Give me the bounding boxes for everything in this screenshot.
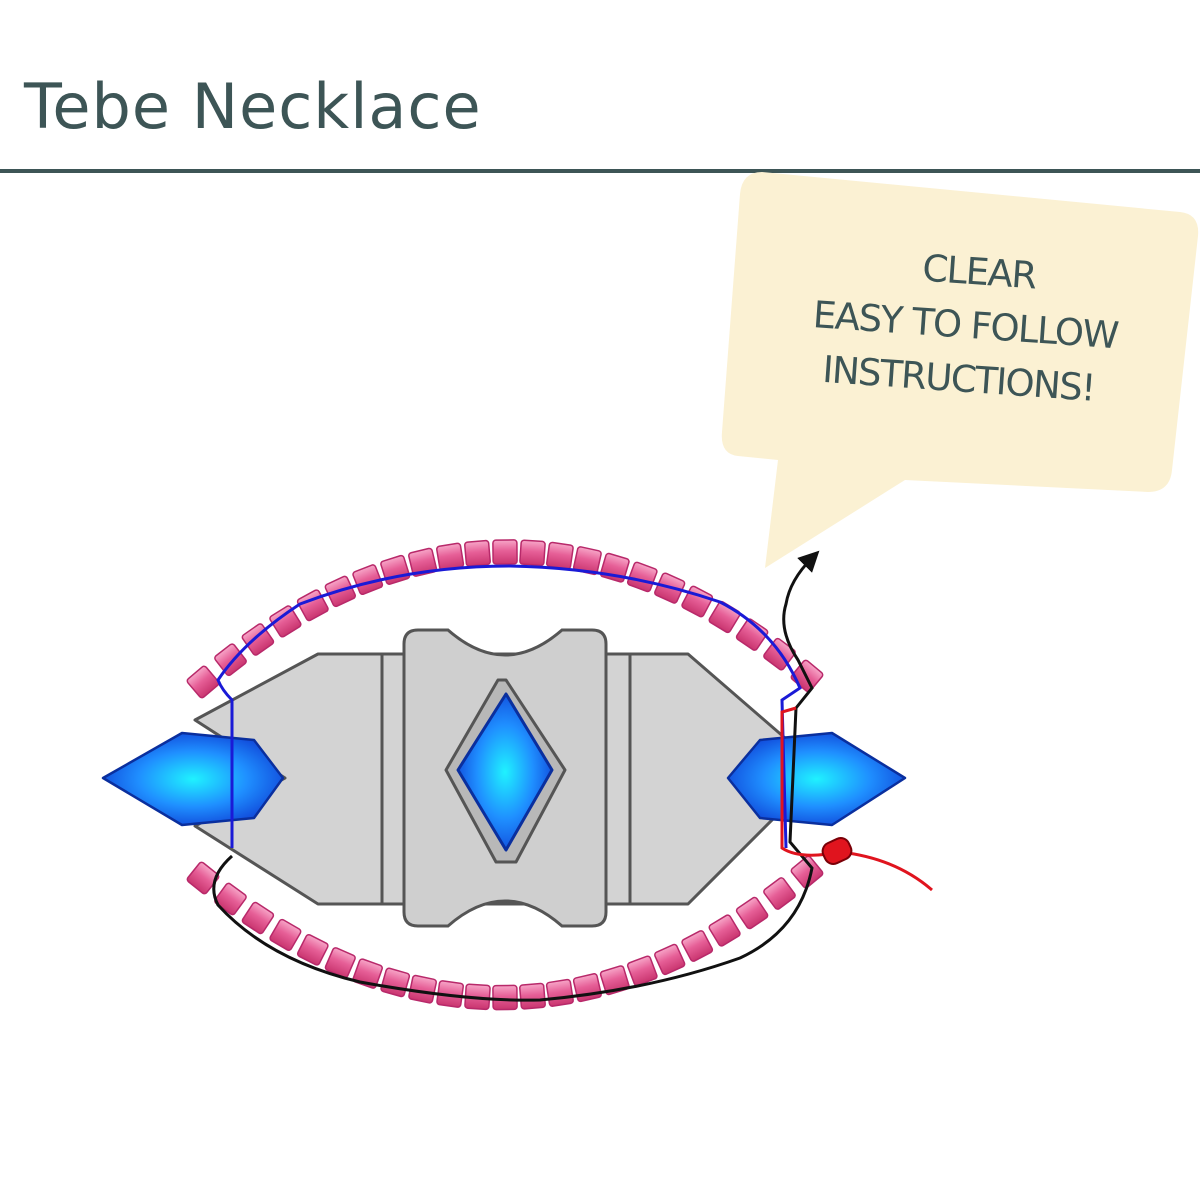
top-seed-bead (464, 539, 491, 567)
top-seed-bead (545, 541, 574, 570)
top-seed-bead (735, 618, 769, 651)
stopper-bead (821, 837, 853, 865)
bottom-seed-bead (324, 947, 356, 979)
bottom-seed-bead (735, 896, 769, 930)
bottom-seed-bead (790, 855, 824, 889)
bottom-seed-bead (681, 930, 714, 962)
bottom-seed-bead (708, 914, 741, 947)
speech-bubble: CLEAR EASY TO FOLLOW INSTRUCTIONS! (721, 172, 1199, 568)
bottom-seed-bead (545, 978, 574, 1007)
bottom-seed-bead (296, 933, 329, 966)
bottom-seed-bead (519, 982, 546, 1010)
right-crystal (726, 731, 907, 827)
left-crystal (101, 731, 285, 827)
bottom-seed-bead (269, 918, 302, 951)
bottom-seed-bead (654, 943, 686, 976)
bottom-seed-bead (626, 955, 658, 987)
bottom-seed-bead-arc (186, 855, 824, 1011)
center-crystal (444, 678, 567, 864)
top-seed-bead (519, 539, 546, 567)
black-thread-path (212, 550, 820, 1002)
top-seed-bead (352, 564, 384, 596)
bottom-seed-bead (763, 877, 796, 910)
title-divider (0, 169, 1200, 173)
bottom-seed-bead (599, 965, 630, 996)
top-seed-bead (492, 539, 518, 565)
callout-line-1: CLEAR (921, 247, 1038, 298)
page-title: Tebe Necklace (24, 70, 482, 143)
bottom-seed-bead (408, 974, 438, 1004)
bottom-seed-bead (214, 882, 247, 916)
top-seed-bead (626, 561, 658, 593)
blue-thread-path (216, 564, 802, 849)
top-seed-bead (436, 542, 465, 571)
bottom-seed-bead (380, 967, 411, 998)
top-seed-bead (269, 605, 302, 638)
bottom-seed-bead (572, 973, 602, 1003)
top-seed-bead (214, 643, 247, 677)
top-seed-bead (186, 665, 220, 699)
top-seed-bead (407, 547, 438, 577)
bottom-seed-bead (186, 861, 220, 895)
bottom-seed-bead (492, 984, 518, 1011)
bottom-seed-bead (241, 901, 275, 935)
